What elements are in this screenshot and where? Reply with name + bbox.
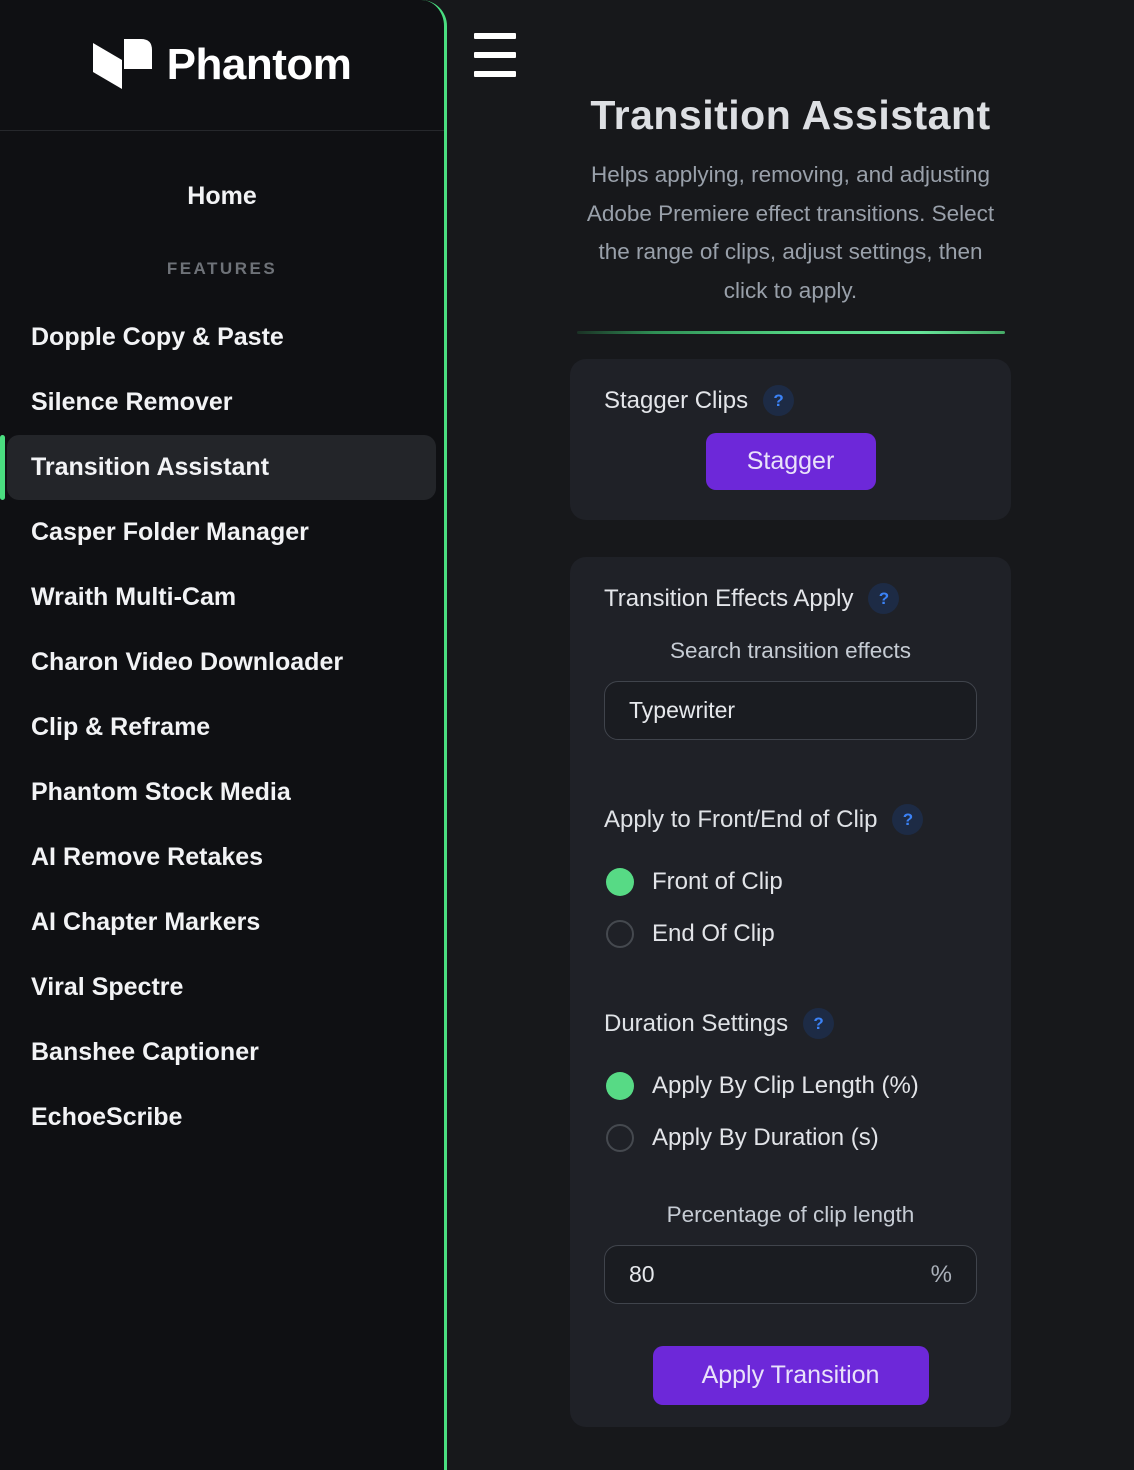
apply-position-label: Apply to Front/End of Clip <box>604 805 878 833</box>
hamburger-menu-icon[interactable] <box>474 33 516 77</box>
transition-effects-help-icon[interactable]: ? <box>868 583 900 614</box>
sidebar-item-ai-chapter-markers[interactable]: AI Chapter Markers <box>31 908 261 936</box>
main-panel: Transition Assistant Helps applying, rem… <box>447 0 1134 1470</box>
radio-option-apply-by-clip-length[interactable]: Apply By Clip Length (%) <box>604 1072 977 1100</box>
radio-option-label: Apply By Clip Length (%) <box>652 1072 919 1099</box>
search-effects-label: Search transition effects <box>670 638 911 663</box>
sidebar-item-clip-reframe[interactable]: Clip & Reframe <box>31 713 211 741</box>
radio-option-label: Apply By Duration (s) <box>652 1124 879 1151</box>
radio-option-front-of-clip[interactable]: Front of Clip <box>604 868 977 896</box>
sidebar-section-label: FEATURES <box>166 259 278 278</box>
sidebar-item-dopple-copy-paste[interactable]: Dopple Copy & Paste <box>31 323 284 351</box>
radio-option-label: Front of Clip <box>652 868 783 895</box>
page-title: Transition Assistant <box>590 92 991 138</box>
logo[interactable]: Phantom <box>0 0 444 131</box>
sidebar-item-silence-remover[interactable]: Silence Remover <box>31 388 233 416</box>
transition-effects-card: Transition Effects Apply ? Search transi… <box>570 557 1011 1427</box>
sidebar-item-charon-video-downloader[interactable]: Charon Video Downloader <box>31 648 344 676</box>
percentage-label: Percentage of clip length <box>666 1202 915 1227</box>
duration-settings-help-icon[interactable]: ? <box>803 1008 835 1039</box>
percent-suffix: % <box>930 1260 952 1288</box>
radio-selected-icon[interactable] <box>606 868 634 896</box>
sidebar-item-banshee-captioner[interactable]: Banshee Captioner <box>31 1038 259 1066</box>
logo-text: Phantom <box>166 40 352 89</box>
duration-settings-options: Apply By Clip Length (%) Apply By Duratio… <box>604 1072 977 1152</box>
radio-selected-icon[interactable] <box>606 1072 634 1100</box>
radio-option-apply-by-duration-s[interactable]: Apply By Duration (s) <box>604 1124 977 1152</box>
sidebar-item-wraith-multi-cam[interactable]: Wraith Multi-Cam <box>31 583 237 611</box>
stagger-clips-title: Stagger Clips <box>604 386 749 414</box>
sidebar-item-home[interactable]: Home <box>187 181 257 210</box>
gradient-divider <box>576 331 1005 334</box>
sidebar-item-transition-assistant[interactable]: Transition Assistant <box>0 435 436 500</box>
duration-settings-label: Duration Settings <box>604 1009 789 1037</box>
sidebar-item-viral-spectre[interactable]: Viral Spectre <box>31 973 184 1001</box>
sidebar-item-casper-folder-manager[interactable]: Casper Folder Manager <box>31 518 309 546</box>
sidebar-item-ai-remove-retakes[interactable]: AI Remove Retakes <box>31 843 264 871</box>
sidebar: Phantom Home FEATURES Dopple Copy & Past… <box>0 0 447 1470</box>
search-effects-input[interactable] <box>604 681 977 740</box>
apply-transition-button[interactable]: Apply Transition <box>652 1346 929 1405</box>
transition-effects-title: Transition Effects Apply <box>604 584 854 612</box>
radio-unselected-icon[interactable] <box>606 920 634 948</box>
sidebar-item-echoescribe[interactable]: EchoeScribe <box>31 1103 183 1131</box>
stagger-clips-card: Stagger Clips ? Stagger <box>570 359 1011 520</box>
stagger-button[interactable]: Stagger <box>705 433 876 490</box>
percentage-input[interactable] <box>604 1245 977 1304</box>
radio-unselected-icon[interactable] <box>606 1124 634 1152</box>
page-description: Helps applying, removing, and adjusting … <box>586 162 995 303</box>
stagger-help-icon[interactable]: ? <box>763 385 795 416</box>
radio-option-label: End Of Clip <box>652 920 775 947</box>
apply-position-help-icon[interactable]: ? <box>892 804 924 835</box>
radio-option-end-of-clip[interactable]: End Of Clip <box>604 920 977 948</box>
phantom-logo-icon <box>92 39 152 89</box>
sidebar-item-phantom-stock-media[interactable]: Phantom Stock Media <box>31 778 291 806</box>
